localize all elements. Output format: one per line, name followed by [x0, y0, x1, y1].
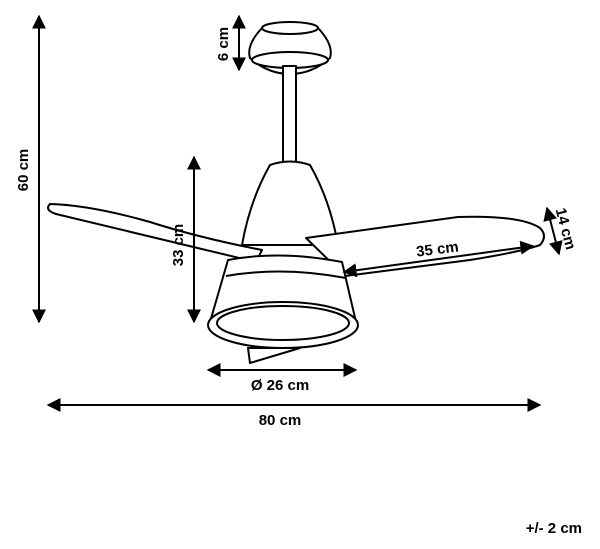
diameter-label: Ø 26 cm — [251, 377, 309, 394]
fan-illustration — [47, 21, 545, 364]
motor-housing — [241, 160, 339, 246]
body-band — [225, 270, 347, 279]
downrod — [282, 65, 297, 167]
blade-length-label: 35 cm — [415, 239, 459, 261]
light-shade-inner — [216, 305, 350, 341]
total-height-label: 60 cm — [15, 149, 32, 192]
tolerance-note: +/- 2 cm — [525, 520, 582, 537]
body-height-label: 33 cm — [170, 224, 187, 267]
canopy-top — [261, 21, 319, 35]
canopy-height-label: 6 cm — [215, 27, 232, 61]
blade-width-arrow — [543, 206, 563, 256]
left-blade — [47, 203, 263, 263]
pull-wedge — [247, 347, 301, 364]
blade-length-arrow — [342, 240, 535, 278]
total-width-label: 80 cm — [259, 412, 302, 429]
